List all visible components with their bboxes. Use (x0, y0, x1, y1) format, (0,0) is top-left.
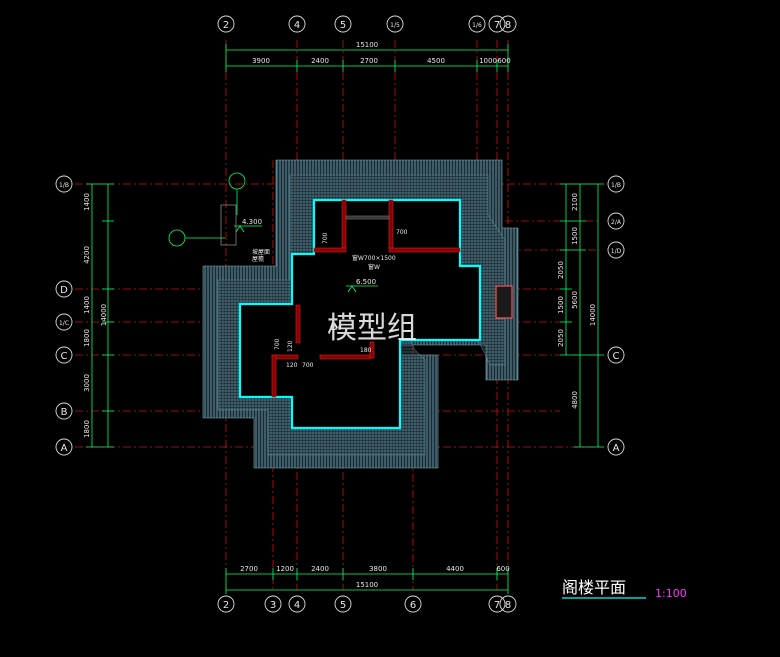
top-axis-bubbles (217, 15, 517, 33)
axis-label-top-1-6: 1/6 (472, 22, 482, 29)
eave-note: 屋檐 (252, 255, 264, 263)
right-total-dim: 14000 (589, 304, 597, 326)
right-dim-4: 1500 (557, 296, 565, 314)
axis-label-left-1-b: 1/B (59, 182, 69, 189)
level-6500: 6.500 (356, 278, 376, 286)
axis-label-left-b: B (61, 407, 68, 418)
roof-note: 坡屋面 (252, 248, 270, 256)
axis-bubble-top-5 (334, 15, 352, 33)
drawing-scale: 1:100 (655, 587, 687, 600)
dim-120-b: 120 (287, 340, 294, 352)
bottom-total-dim: 15100 (356, 581, 378, 589)
bottom-dim-1: 2700 (240, 565, 258, 573)
left-dim-4: 1800 (83, 329, 91, 347)
axis-label-right-2-a: 2/A (611, 219, 622, 226)
dim-700-b: 700 (396, 229, 408, 236)
axis-label-right-1-d: 1/D (611, 248, 622, 255)
bottom-dim-4: 3800 (369, 565, 387, 573)
window-sub-note: 窗W (368, 263, 380, 271)
right-dim-5: 2050 (557, 329, 565, 347)
left-dim-2: 4200 (83, 246, 91, 264)
axis-label-left-1-c: 1/C (59, 320, 69, 327)
dimension-lines (86, 44, 604, 594)
left-dim-1: 1400 (83, 193, 91, 211)
dim-120-c: 120 (286, 362, 298, 369)
top-dim-5: 1000 (479, 57, 497, 65)
axis-label-right-a: A (613, 443, 620, 454)
right-inner-dim: 5600 (571, 291, 579, 309)
right-dim-3: 2050 (557, 261, 565, 279)
axis-bubble-top-8 (499, 15, 517, 33)
bottom-dim-5: 4400 (446, 565, 464, 573)
right-dim-2: 1500 (571, 227, 579, 245)
axis-label-bottom-5: 5 (340, 600, 346, 611)
top-total-dim: 15100 (356, 41, 378, 49)
axis-label-top-1-5: 1/5 (390, 22, 400, 29)
left-dim-6: 1800 (83, 420, 91, 438)
axis-label-bottom-8: 8 (505, 600, 511, 611)
axis-label-bottom-6: 6 (410, 600, 416, 611)
window-note: 窗W700×1500 (352, 254, 396, 262)
top-dim-2: 2400 (311, 57, 329, 65)
level-markers (168, 172, 378, 293)
axis-label-bottom-4: 4 (294, 600, 300, 611)
top-dim-4: 4500 (427, 57, 445, 65)
axis-label-right-1-b: 1/B (611, 182, 621, 189)
dim-700-c: 700 (274, 338, 281, 350)
axis-bubble-top-1-5 (386, 15, 404, 33)
bottom-dim-3: 2400 (311, 565, 329, 573)
axis-label-top-4: 4 (294, 20, 300, 31)
dim-700-d: 700 (302, 362, 314, 369)
axis-bubble-top-1-6 (468, 15, 486, 33)
roof-window (495, 285, 513, 319)
axis-label-top-8: 8 (505, 20, 511, 31)
axis-label-right-c: C (613, 351, 620, 362)
axis-label-left-d: D (60, 285, 68, 296)
top-dim-3: 2700 (360, 57, 378, 65)
top-dim-6: 600 (497, 57, 510, 65)
right-axis-bubbles (607, 175, 625, 456)
axis-bubble-top-4 (288, 15, 306, 33)
axis-bubble-top-7 (488, 15, 506, 33)
axis-label-top-2: 2 (223, 20, 229, 31)
axis-label-bottom-7: 7 (494, 600, 500, 611)
axis-label-left-c: C (61, 351, 68, 362)
axis-label-bottom-3: 3 (270, 600, 276, 611)
bottom-dim-6: 600 (496, 565, 509, 573)
axis-label-top-7: 7 (494, 20, 500, 31)
attic-room-outline (238, 198, 482, 430)
axis-bubble-top-2 (217, 15, 235, 33)
axis-label-left-a: A (61, 443, 68, 454)
watermark: 模型组 (327, 311, 417, 346)
right-dim-1: 2100 (571, 193, 579, 211)
interior-walls (271, 199, 461, 398)
left-dim-3: 1400 (83, 296, 91, 314)
right-dim-6: 4800 (571, 391, 579, 409)
axis-label-bottom-2: 2 (223, 600, 229, 611)
dim-180: 180 (360, 347, 372, 354)
dim-700-a: 700 (322, 232, 329, 244)
bottom-axis-bubbles (217, 595, 517, 613)
left-dim-5: 3000 (83, 374, 91, 392)
level-4300: 4.300 (242, 218, 262, 226)
top-dim-1: 3900 (252, 57, 270, 65)
axis-label-top-5: 5 (340, 20, 346, 31)
bottom-dim-2: 1200 (276, 565, 294, 573)
drawing-title: 阁楼平面 (562, 578, 626, 597)
left-axis-bubbles (55, 175, 73, 456)
dim-120-a: 120 (330, 325, 342, 332)
left-total-dim: 14000 (100, 304, 108, 326)
